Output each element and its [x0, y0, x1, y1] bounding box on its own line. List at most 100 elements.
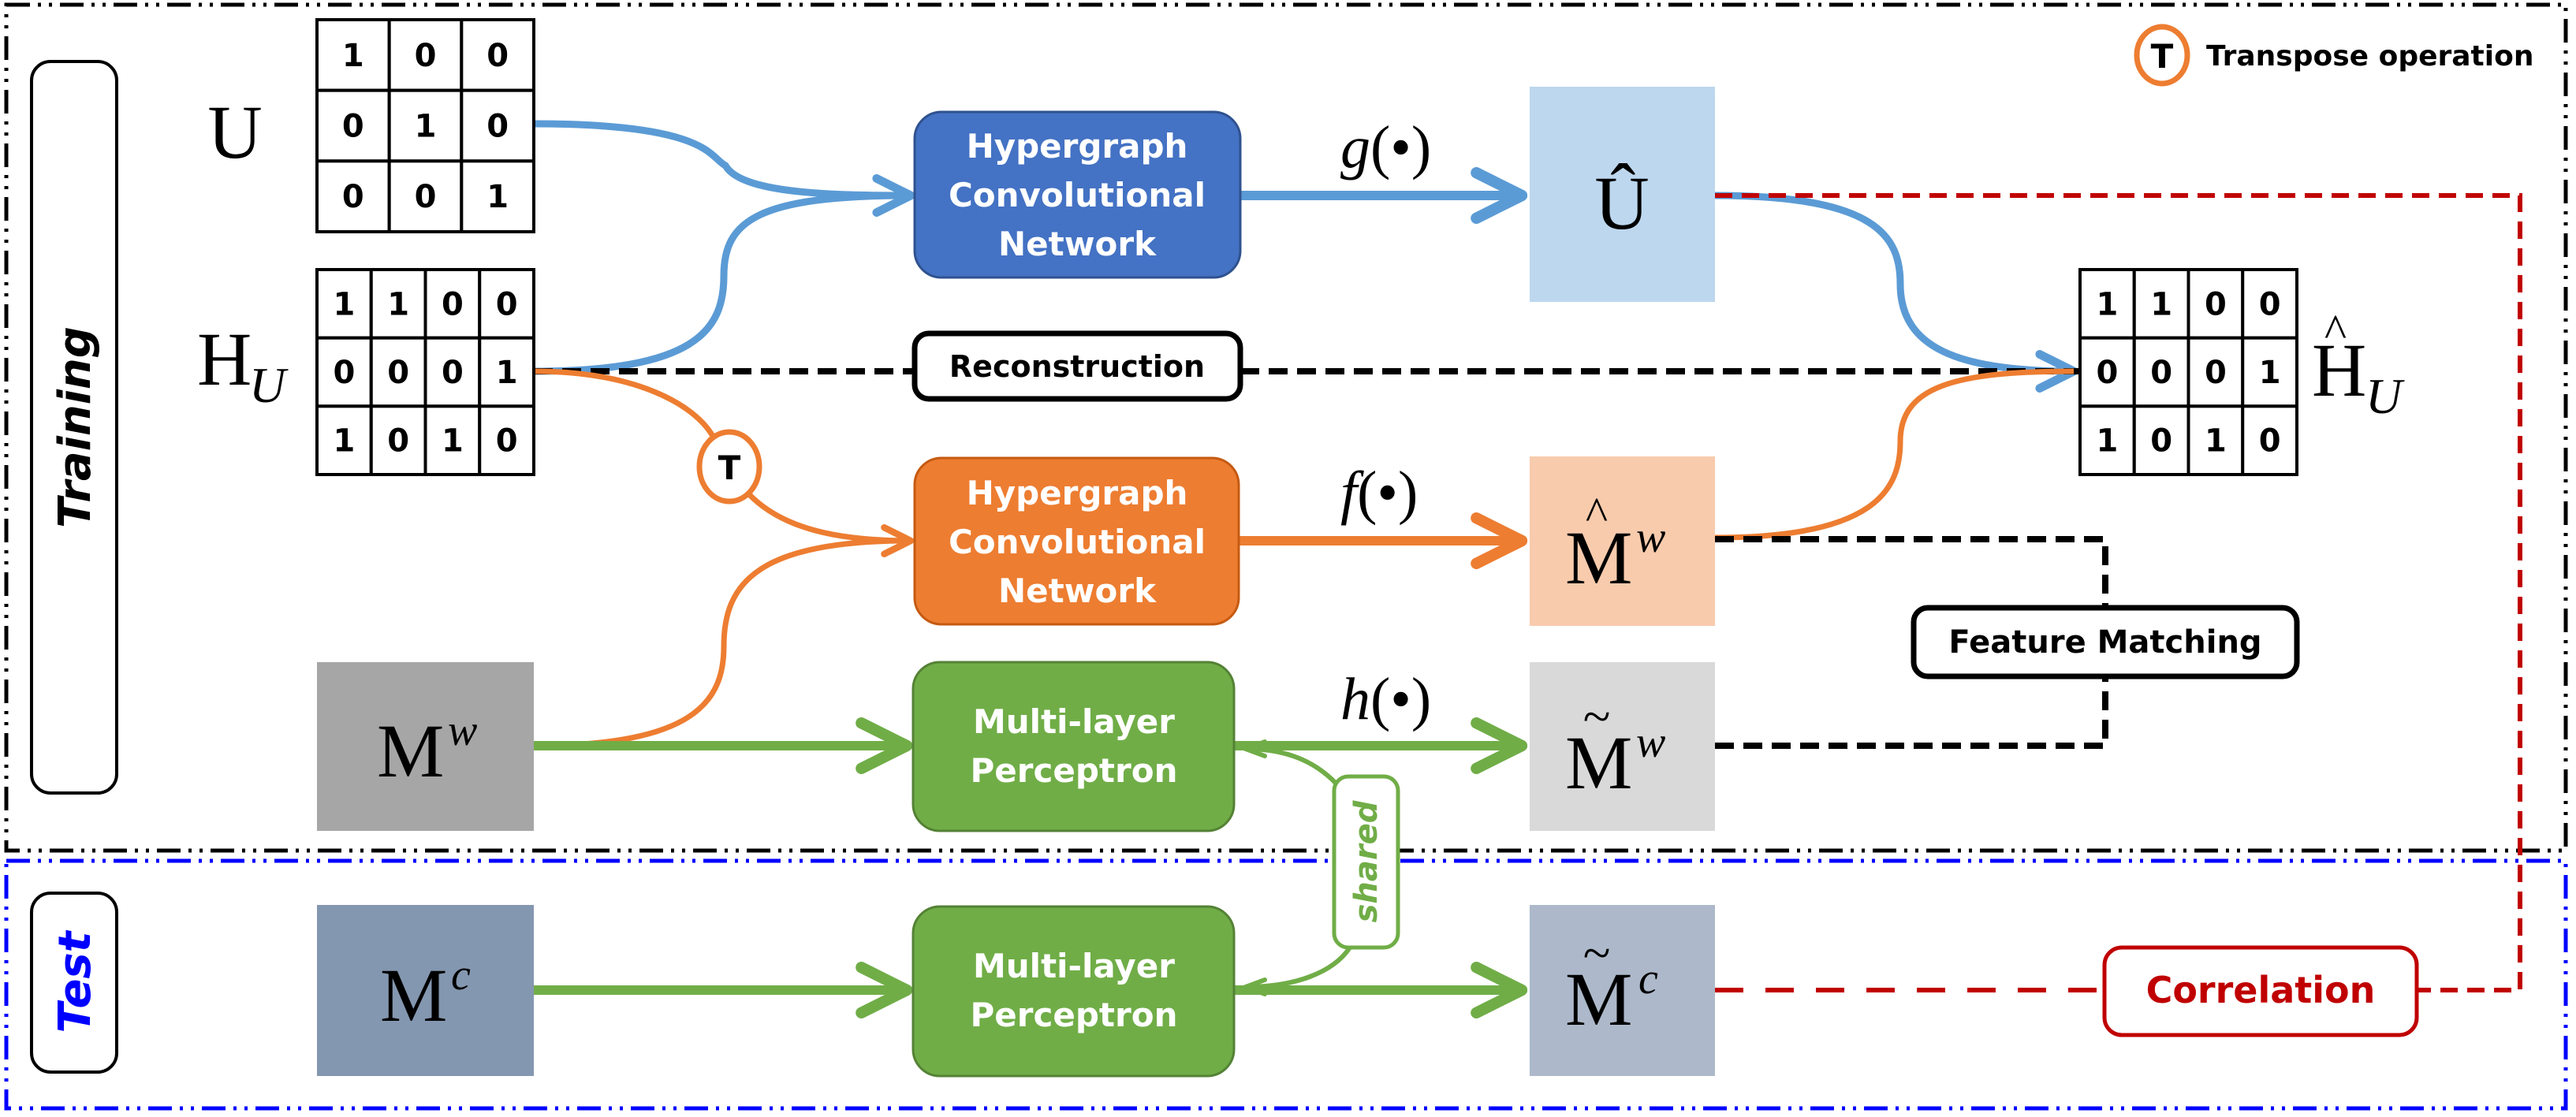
func-h-arg: (•): [1370, 666, 1431, 732]
matrix-hu-cell-value: 1: [496, 355, 518, 391]
matrix-hu-cell-value: 1: [387, 286, 409, 322]
matrix-hu-cell-value: 1: [442, 423, 464, 460]
output-uhat-symbol: Û: [1594, 161, 1649, 245]
input-mw-superscript: w: [448, 706, 477, 755]
matrix-hu-cell: [315, 268, 373, 340]
matrix-hu-cell-value: 0: [387, 423, 409, 460]
label-hu: H U: [197, 317, 289, 413]
matrix-hhat-cell: [2132, 336, 2190, 408]
matrix-hu-cell: [315, 404, 373, 476]
output-uhat: Û: [1530, 87, 1715, 302]
matrix-hu-cell-value: 0: [496, 423, 518, 460]
test-frame: [4, 858, 2568, 1111]
matrix-hhat-cell-value: 0: [2205, 286, 2227, 322]
mlp-test-line1: Multi-layer: [973, 947, 1175, 985]
edge-feature-matching-bottom: [1715, 676, 2108, 749]
input-mc: M c: [317, 905, 534, 1076]
training-frame: [4, 2, 2568, 853]
output-mtilde-c-accent: ~: [1583, 925, 1611, 981]
output-mhat-w: M ^ w: [1530, 456, 1715, 626]
label-hu-subscript: U: [249, 357, 289, 413]
matrix-hhat-cell-value: 0: [2096, 355, 2118, 391]
matrix-u-cell: [460, 18, 535, 92]
input-mc-superscript: c: [451, 951, 471, 1000]
output-mtilde-w: M ~ w: [1530, 662, 1715, 831]
hcn-user-line1: Hypergraph: [967, 127, 1188, 166]
hcn-item-module: Hypergraph Convolutional Network: [913, 456, 1240, 626]
matrix-u-cell-value: 1: [415, 109, 437, 145]
mlp-test-line2: Perceptron: [971, 996, 1178, 1034]
hcn-user-module: Hypergraph Convolutional Network: [913, 110, 1242, 279]
matrix-hu-cell: [369, 268, 427, 340]
matrix-hhat-cell-value: 0: [2150, 355, 2172, 391]
matrix-hhat-cell-value: 1: [2259, 355, 2281, 391]
input-mw: M w: [317, 662, 534, 831]
matrix-hhat-cell-value: 1: [2096, 423, 2118, 460]
input-mw-symbol: M: [377, 709, 444, 793]
label-hhat-subscript: U: [2365, 368, 2405, 424]
matrix-u-cell-value: 0: [415, 179, 437, 215]
hcn-item-line1: Hypergraph: [967, 474, 1188, 512]
matrix-hu-cell-value: 0: [442, 355, 464, 391]
matrix-u-cell-value: 0: [342, 109, 364, 145]
matrix-hu-cell-value: 0: [442, 286, 464, 322]
output-mtilde-c-symbol: M: [1565, 957, 1632, 1041]
edge-correlation-uhat: [1715, 193, 2522, 992]
output-mhat-w-accent: ^: [1586, 488, 1608, 540]
matrix-hhat-cell-value: 0: [2205, 355, 2227, 391]
matrix-hhat-cell: [2078, 268, 2136, 340]
output-mtilde-w-symbol: M: [1565, 720, 1632, 805]
legend-label: Transpose operation: [2206, 40, 2533, 73]
func-g-arg: (•): [1370, 114, 1431, 181]
mlp-train-line1: Multi-layer: [973, 702, 1175, 741]
transpose-icon: [696, 429, 762, 505]
edge-hu-to-hcn: [533, 192, 911, 375]
edge-hu-to-transpose: [533, 368, 717, 439]
output-mhat-w-symbol: M: [1565, 516, 1632, 600]
svg-text:g(•): g(•): [1340, 114, 1431, 181]
output-mtilde-c-superscript: c: [1638, 955, 1658, 1003]
matrix-hhat-cell-value: 0: [2259, 286, 2281, 322]
matrix-hhat-cell-value: 1: [2205, 423, 2227, 460]
matrix-hhat-cell: [2241, 268, 2298, 340]
input-mc-symbol: M: [380, 953, 447, 1037]
matrix-u-cell-value: 0: [486, 38, 509, 74]
func-g: g(•): [1340, 114, 1431, 181]
func-f-arg: (•): [1357, 460, 1418, 526]
matrix-hu-cell: [369, 404, 427, 476]
label-hhat: H ^ U: [2312, 305, 2405, 424]
legend: T Transpose operation: [2134, 24, 2533, 87]
test-label: Test: [30, 892, 118, 1074]
func-f: f(•): [1340, 460, 1418, 526]
hcn-user-line2: Convolutional: [949, 176, 1206, 214]
matrix-u-cell-value: 0: [415, 38, 437, 74]
matrix-hu-cell: [478, 404, 535, 476]
matrix-hu-cell-value: 1: [333, 286, 355, 322]
hcn-user-line3: Network: [998, 225, 1157, 263]
hcn-item-line2: Convolutional: [949, 523, 1206, 561]
label-hhat-accent: ^: [2324, 305, 2347, 357]
mlp-train-module: Multi-layer Perceptron: [911, 661, 1236, 832]
edge-shared-bottom: [1246, 946, 1352, 987]
matrix-hu-cell: [423, 336, 482, 408]
mlp-test-module: Multi-layer Perceptron: [911, 905, 1236, 1078]
label-hhat-symbol: H: [2312, 328, 2366, 412]
correlation-loss: Correlation: [2102, 945, 2419, 1037]
svg-text:h(•): h(•): [1340, 666, 1431, 732]
edge-uhat-to-hhat: [1714, 192, 2078, 393]
matrix-hhat-cell-value: 1: [2150, 286, 2172, 322]
svg-text:f(•): f(•): [1340, 460, 1418, 526]
output-mtilde-w-accent: ~: [1583, 688, 1611, 744]
matrix-u-cell-value: 0: [342, 179, 364, 215]
matrix-hhat-cell: [2241, 404, 2298, 476]
matrix-hhat-cell-value: 0: [2150, 423, 2172, 460]
test-label-text: Test: [50, 929, 101, 1033]
training-label-text: Training: [50, 326, 101, 528]
matrix-hhat-cell-value: 0: [2259, 423, 2281, 460]
reconstruction-label: Reconstruction: [949, 349, 1205, 384]
matrix-hu-cell: [478, 336, 535, 408]
matrix-hu-cell-value: 1: [333, 423, 355, 460]
